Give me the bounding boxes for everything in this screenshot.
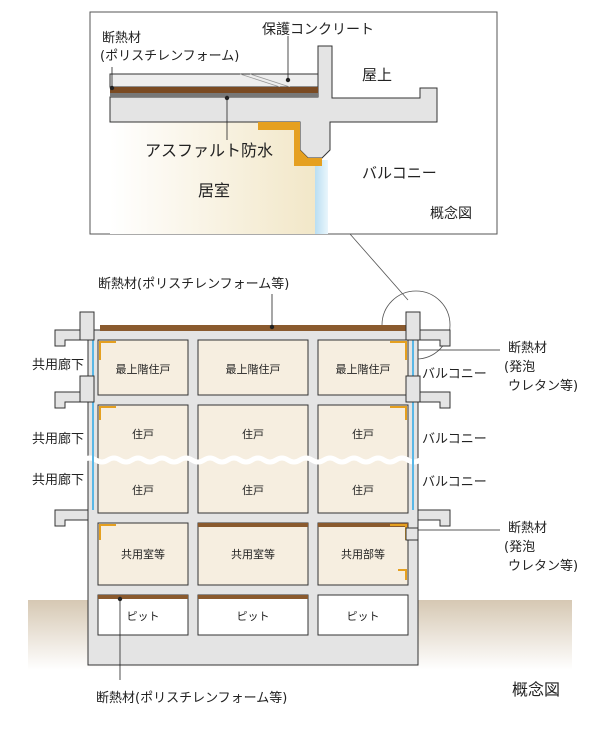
room-label: 最上階住戸	[116, 362, 171, 376]
detail-urethane	[258, 122, 322, 166]
corridor-label: 共用廊下	[32, 357, 84, 373]
room-labels: 最上階住戸 最上階住戸 最上階住戸 住戸 住戸 住戸 住戸 住戸 住戸 共用室等…	[116, 362, 391, 623]
balcony-label: バルコニー	[422, 475, 487, 490]
room-label: 最上階住戸	[226, 362, 281, 376]
room-label: 住戸	[352, 483, 374, 497]
corridor-labels: 共用廊下 共用廊下 共用廊下	[32, 357, 84, 488]
top-insulation-label: 断熱材(ポリスチレンフォーム等)	[98, 276, 289, 292]
bottom-insulation-label: 断熱材(ポリスチレンフォーム等)	[96, 690, 287, 706]
room-label: 住戸	[352, 427, 374, 441]
common-insulation-mid	[198, 523, 308, 527]
right-callout-top: 断熱材 (発泡 ウレタン等)	[418, 341, 578, 394]
room-label: ピット	[347, 610, 380, 623]
corridor-label: 共用廊下	[32, 431, 84, 447]
urethane-corners	[99, 341, 407, 580]
detail-insulation-layer	[110, 87, 318, 93]
detail-insulation-label: 断熱材	[102, 31, 141, 46]
zoom-connector	[349, 233, 409, 301]
detail-glass	[315, 160, 328, 234]
callout-line-3: ウレタン等)	[508, 558, 578, 574]
left-slabs	[54, 311, 95, 527]
detail-room-area	[110, 122, 315, 234]
detail-panel: 断熱材 (ポリスチレンフォーム) 保護コンクリート 屋上 アスファルト防水 居室…	[89, 11, 498, 235]
callout-line-3: ウレタン等)	[508, 378, 578, 394]
room-label: 共用部等	[341, 547, 385, 561]
detail-rooftop-label: 屋上	[362, 66, 392, 84]
pit-insulation-mid	[198, 595, 308, 599]
detail-asphalt-layer	[110, 93, 318, 97]
section-caption: 概念図	[512, 680, 560, 699]
callout-line-1: 断熱材	[508, 341, 547, 356]
common-insulation-right	[318, 523, 408, 527]
balcony-label: バルコニー	[422, 367, 487, 382]
room-label: 住戸	[242, 427, 264, 441]
corridor-label: 共用廊下	[32, 472, 84, 488]
detail-balcony-label: バルコニー	[362, 164, 437, 182]
callout-line-2: (発泡	[504, 360, 535, 375]
room-label: 住戸	[132, 483, 154, 497]
break-line	[58, 455, 458, 465]
pit-insulation-left	[98, 595, 188, 599]
glass-walls	[92, 340, 414, 510]
right-slabs	[405, 311, 451, 541]
room-label: 住戸	[132, 427, 154, 441]
roof-insulation	[100, 325, 410, 331]
room-label: ピット	[237, 610, 270, 623]
detail-caption: 概念図	[430, 205, 472, 222]
detail-asphalt-label: アスファルト防水	[145, 141, 273, 160]
callout-line-2: (発泡	[504, 540, 535, 555]
balcony-labels: バルコニー バルコニー バルコニー	[422, 367, 487, 490]
balcony-label: バルコニー	[422, 432, 487, 447]
detail-protect-concrete-label: 保護コンクリート	[262, 22, 374, 38]
room-label: 共用室等	[121, 547, 165, 561]
right-callout-bottom: 断熱材 (発泡 ウレタン等)	[418, 521, 578, 574]
callout-line-1: 断熱材	[508, 521, 547, 536]
detail-living-room-label: 居室	[198, 181, 230, 200]
room-label: 共用室等	[231, 547, 275, 561]
room-label: ピット	[127, 610, 160, 623]
room-label: 住戸	[242, 483, 264, 497]
detail-insulation-sub: (ポリスチレンフォーム)	[100, 49, 239, 64]
room-label: 最上階住戸	[336, 362, 391, 376]
